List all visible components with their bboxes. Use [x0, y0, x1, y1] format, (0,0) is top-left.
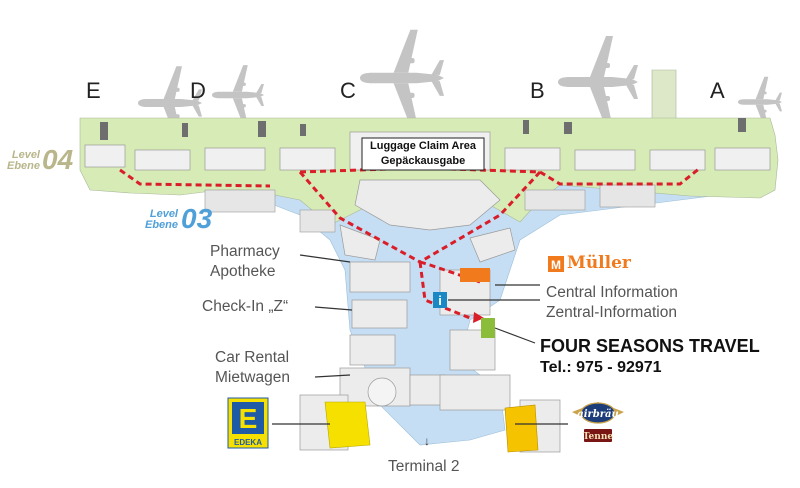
central-info-en: Central Information: [546, 284, 678, 301]
level-03-word-de: Ebene: [144, 219, 178, 231]
gate-d-label: D: [190, 78, 206, 103]
gate-e-label: E: [86, 78, 101, 103]
terminal-2-label: Terminal 2: [388, 458, 460, 475]
level-04-word: Level: [11, 149, 40, 161]
info-icon-letter: i: [438, 293, 442, 308]
info-icon: [433, 292, 447, 308]
four-seasons-name: FOUR SEASONS TRAVEL: [540, 336, 760, 356]
four-seasons-marker: [481, 318, 495, 338]
pharmacy-en: Pharmacy: [210, 243, 280, 260]
airbrau-tenne-text: Tenne: [583, 432, 613, 442]
edeka-logo-letter: E: [239, 403, 258, 434]
car-rental-de: Mietwagen: [215, 369, 290, 386]
airbrau-logo: airbräu Tenne: [572, 402, 624, 442]
luggage-claim-label: Luggage Claim Area Gepäckausgabe: [362, 139, 484, 169]
airplane-icon: [360, 29, 444, 127]
level-04-word-de: Ebene: [6, 160, 40, 172]
central-info-de: Zentral-Information: [546, 304, 677, 321]
airbrau-logo-text: airbräu: [577, 409, 619, 420]
level-03-word: Level: [149, 208, 178, 220]
level-03-legend: Level Ebene: [138, 209, 178, 231]
luggage-claim-de: Gepäckausgabe: [380, 155, 466, 167]
checkin-z-label: Check-In „Z“: [202, 298, 289, 315]
pharmacy-label: Pharmacy Apotheke: [210, 242, 280, 282]
level-04-legend: Level Ebene: [4, 150, 40, 172]
muller-logo-icon: [548, 256, 564, 272]
gate-b-label: B: [530, 78, 545, 103]
luggage-claim-en: Luggage Claim Area: [370, 140, 476, 152]
level-03-number: 03: [181, 203, 213, 234]
level-04-number: 04: [42, 144, 74, 175]
edeka-logo: E EDEKA: [227, 397, 269, 449]
route-arrow-icon: [473, 312, 484, 323]
airplane-icon: [212, 65, 264, 125]
gate-c-label: C: [340, 78, 356, 103]
muller-store-marker: [460, 268, 490, 282]
muller-logo-letter: M: [551, 258, 561, 272]
luggage-claim-box: [361, 137, 485, 171]
central-info-label: Central Information Zentral-Information: [546, 283, 678, 323]
airplane-icon: [558, 36, 638, 128]
pharmacy-de: Apotheke: [210, 263, 276, 280]
four-seasons-phone: Tel.: 975 - 92971: [540, 359, 662, 376]
edeka-store-marker: [324, 401, 371, 449]
down-arrow-icon: ↓: [424, 434, 430, 448]
airbrau-store-marker: [504, 404, 539, 453]
gate-a-label: A: [710, 78, 725, 103]
car-rental-en: Car Rental: [215, 349, 290, 366]
car-rental-label: Car Rental Mietwagen: [215, 348, 290, 388]
edeka-logo-text: EDEKA: [234, 438, 262, 447]
muller-label: Müller: [567, 253, 631, 273]
